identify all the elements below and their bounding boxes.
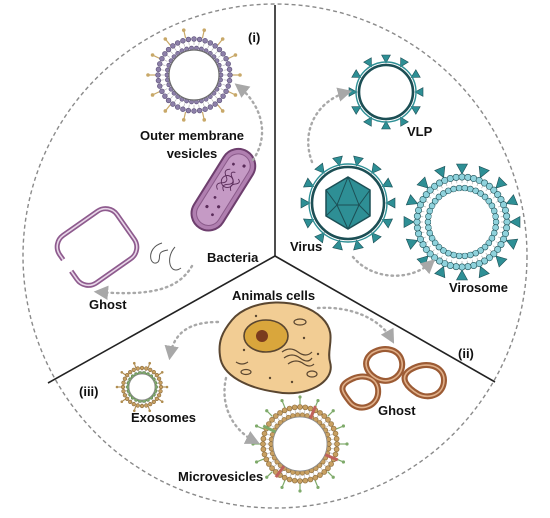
section-i-numeral: (i): [248, 30, 261, 45]
bacteria-cell: [150, 147, 257, 271]
section-iii-numeral: (iii): [79, 384, 99, 399]
cell-ghost-label: Ghost: [378, 403, 416, 418]
virosome-label: Virosome: [449, 280, 509, 295]
vlp-particle: [348, 54, 424, 130]
arrows-section-ii: [307, 87, 436, 277]
section-ii-numeral: (ii): [458, 346, 474, 361]
exosomes-label: Exosomes: [131, 410, 197, 425]
virus-particle: [300, 155, 396, 251]
omv-label-line1: Outer membrane: [139, 128, 245, 143]
virus-capsid: [325, 176, 371, 230]
arrows-section-iii: [164, 306, 395, 444]
bacteria-label: Bacteria: [207, 250, 259, 265]
vlp-label: VLP: [407, 124, 433, 139]
animal-cell: [218, 301, 332, 395]
outer-dashed-circle: [22, 3, 528, 509]
arrows-section-i: [93, 83, 264, 300]
animal-cells-label: Animals cells: [232, 288, 316, 303]
cell-ghosts: [339, 346, 448, 411]
microvesicles-label: Microvesicles: [178, 469, 264, 484]
virosome: [403, 163, 521, 281]
exosome: [115, 361, 169, 413]
bacterial-ghost-label: Ghost: [89, 297, 127, 312]
omv-label-line2: vesicles: [166, 146, 218, 161]
sector-dividers: [47, 5, 496, 384]
outer-membrane-vesicle: [146, 28, 242, 122]
microvesicle: [251, 395, 349, 493]
virus-label: Virus: [290, 239, 323, 254]
bacterial-ghost: [54, 206, 140, 288]
